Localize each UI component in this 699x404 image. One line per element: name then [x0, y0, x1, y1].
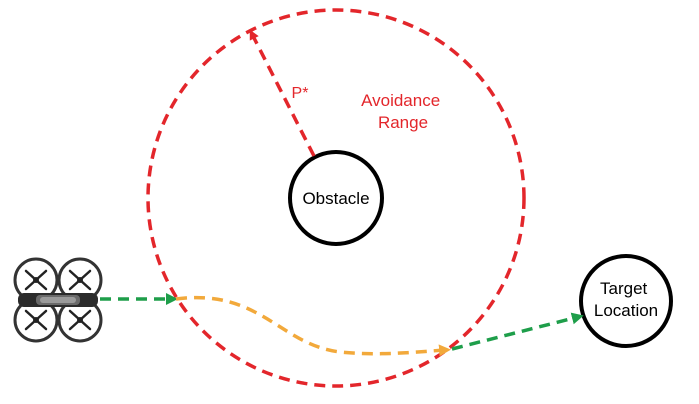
target-location-label-line2: Location — [594, 301, 658, 320]
avoidance-range-label: Avoidance Range — [361, 91, 445, 132]
exit-path-arrow — [451, 312, 584, 351]
avoidance-range-circle — [146, 8, 526, 388]
p-star-arrow — [249, 29, 316, 157]
avoidance-range-label-line1: Avoidance — [361, 91, 440, 110]
target-location-circle — [579, 254, 673, 348]
p-star-label: P* — [292, 85, 309, 102]
target-location-label-line1: Target — [600, 279, 648, 298]
avoidance-path-arrow — [175, 295, 451, 357]
obstacle-label: Obstacle — [302, 189, 369, 208]
obstacle-circle — [288, 150, 384, 246]
target-location-label: Target Location — [594, 279, 658, 320]
avoidance-range-label-line2: Range — [378, 113, 428, 132]
quadcopter-drone-icon — [13, 257, 103, 343]
